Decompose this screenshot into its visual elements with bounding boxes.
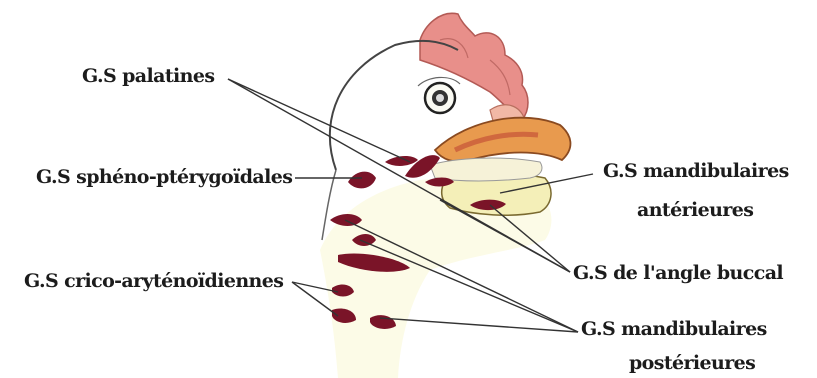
line-palatines bbox=[228, 79, 410, 162]
label-mandibulaires-anterieures-line2: antérieures bbox=[637, 199, 753, 221]
label-palatines: G.S palatines bbox=[82, 65, 214, 87]
label-mandibulaires-posterieures-line2: postérieures bbox=[629, 352, 755, 374]
label-angle-buccal: G.S de l'angle buccal bbox=[573, 262, 783, 284]
mouth-interior bbox=[430, 158, 542, 181]
label-mandibulaires-posterieures-line1: G.S mandibulaires bbox=[581, 318, 767, 340]
label-spheno-pterygoidales: G.S sphéno-ptérygoïdales bbox=[36, 166, 292, 188]
label-crico-arytenoidiennes: G.S crico-aryténoïdiennes bbox=[24, 270, 283, 292]
label-mandibulaires-anterieures-line1: G.S mandibulaires bbox=[603, 160, 789, 182]
gland-spheno bbox=[348, 172, 376, 189]
upper-beak bbox=[435, 118, 570, 162]
